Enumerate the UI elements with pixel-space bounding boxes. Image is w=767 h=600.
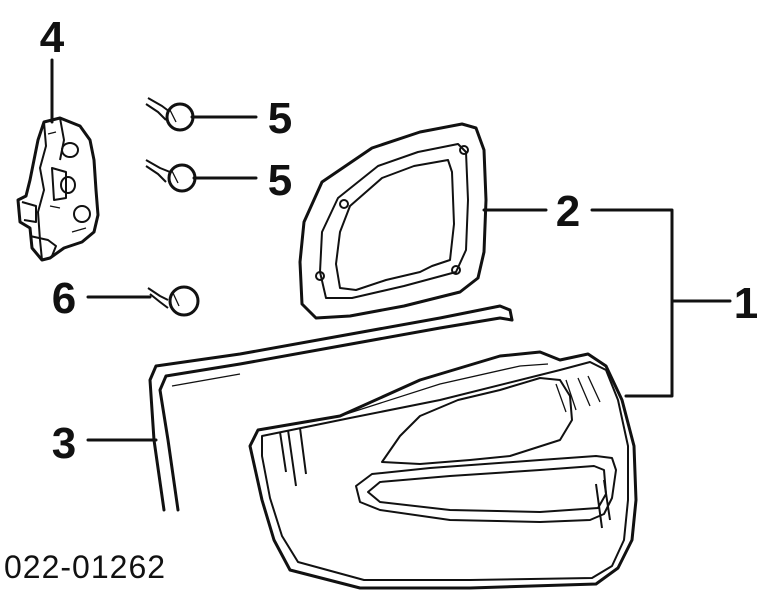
callout-6: 6 bbox=[52, 274, 76, 323]
lamp-gasket-part bbox=[298, 122, 488, 320]
diagram-part-number: 022-01262 bbox=[4, 549, 166, 585]
bulb-middle bbox=[145, 159, 197, 193]
callout-3: 3 bbox=[52, 419, 76, 468]
callout-2: 2 bbox=[556, 187, 580, 236]
callout-5-lower: 5 bbox=[268, 156, 292, 205]
seal-strip-part bbox=[148, 304, 514, 512]
leader-bracket-1 bbox=[590, 208, 674, 398]
bulb-socket-part bbox=[16, 116, 100, 262]
bulb-lower bbox=[147, 285, 200, 317]
callout-4: 4 bbox=[40, 13, 65, 62]
leader-lines bbox=[50, 58, 732, 442]
callout-5-upper: 5 bbox=[268, 94, 292, 143]
bulb-upper bbox=[145, 97, 195, 132]
tail-lamp-assembly-part bbox=[248, 350, 638, 590]
callout-1: 1 bbox=[734, 279, 758, 328]
